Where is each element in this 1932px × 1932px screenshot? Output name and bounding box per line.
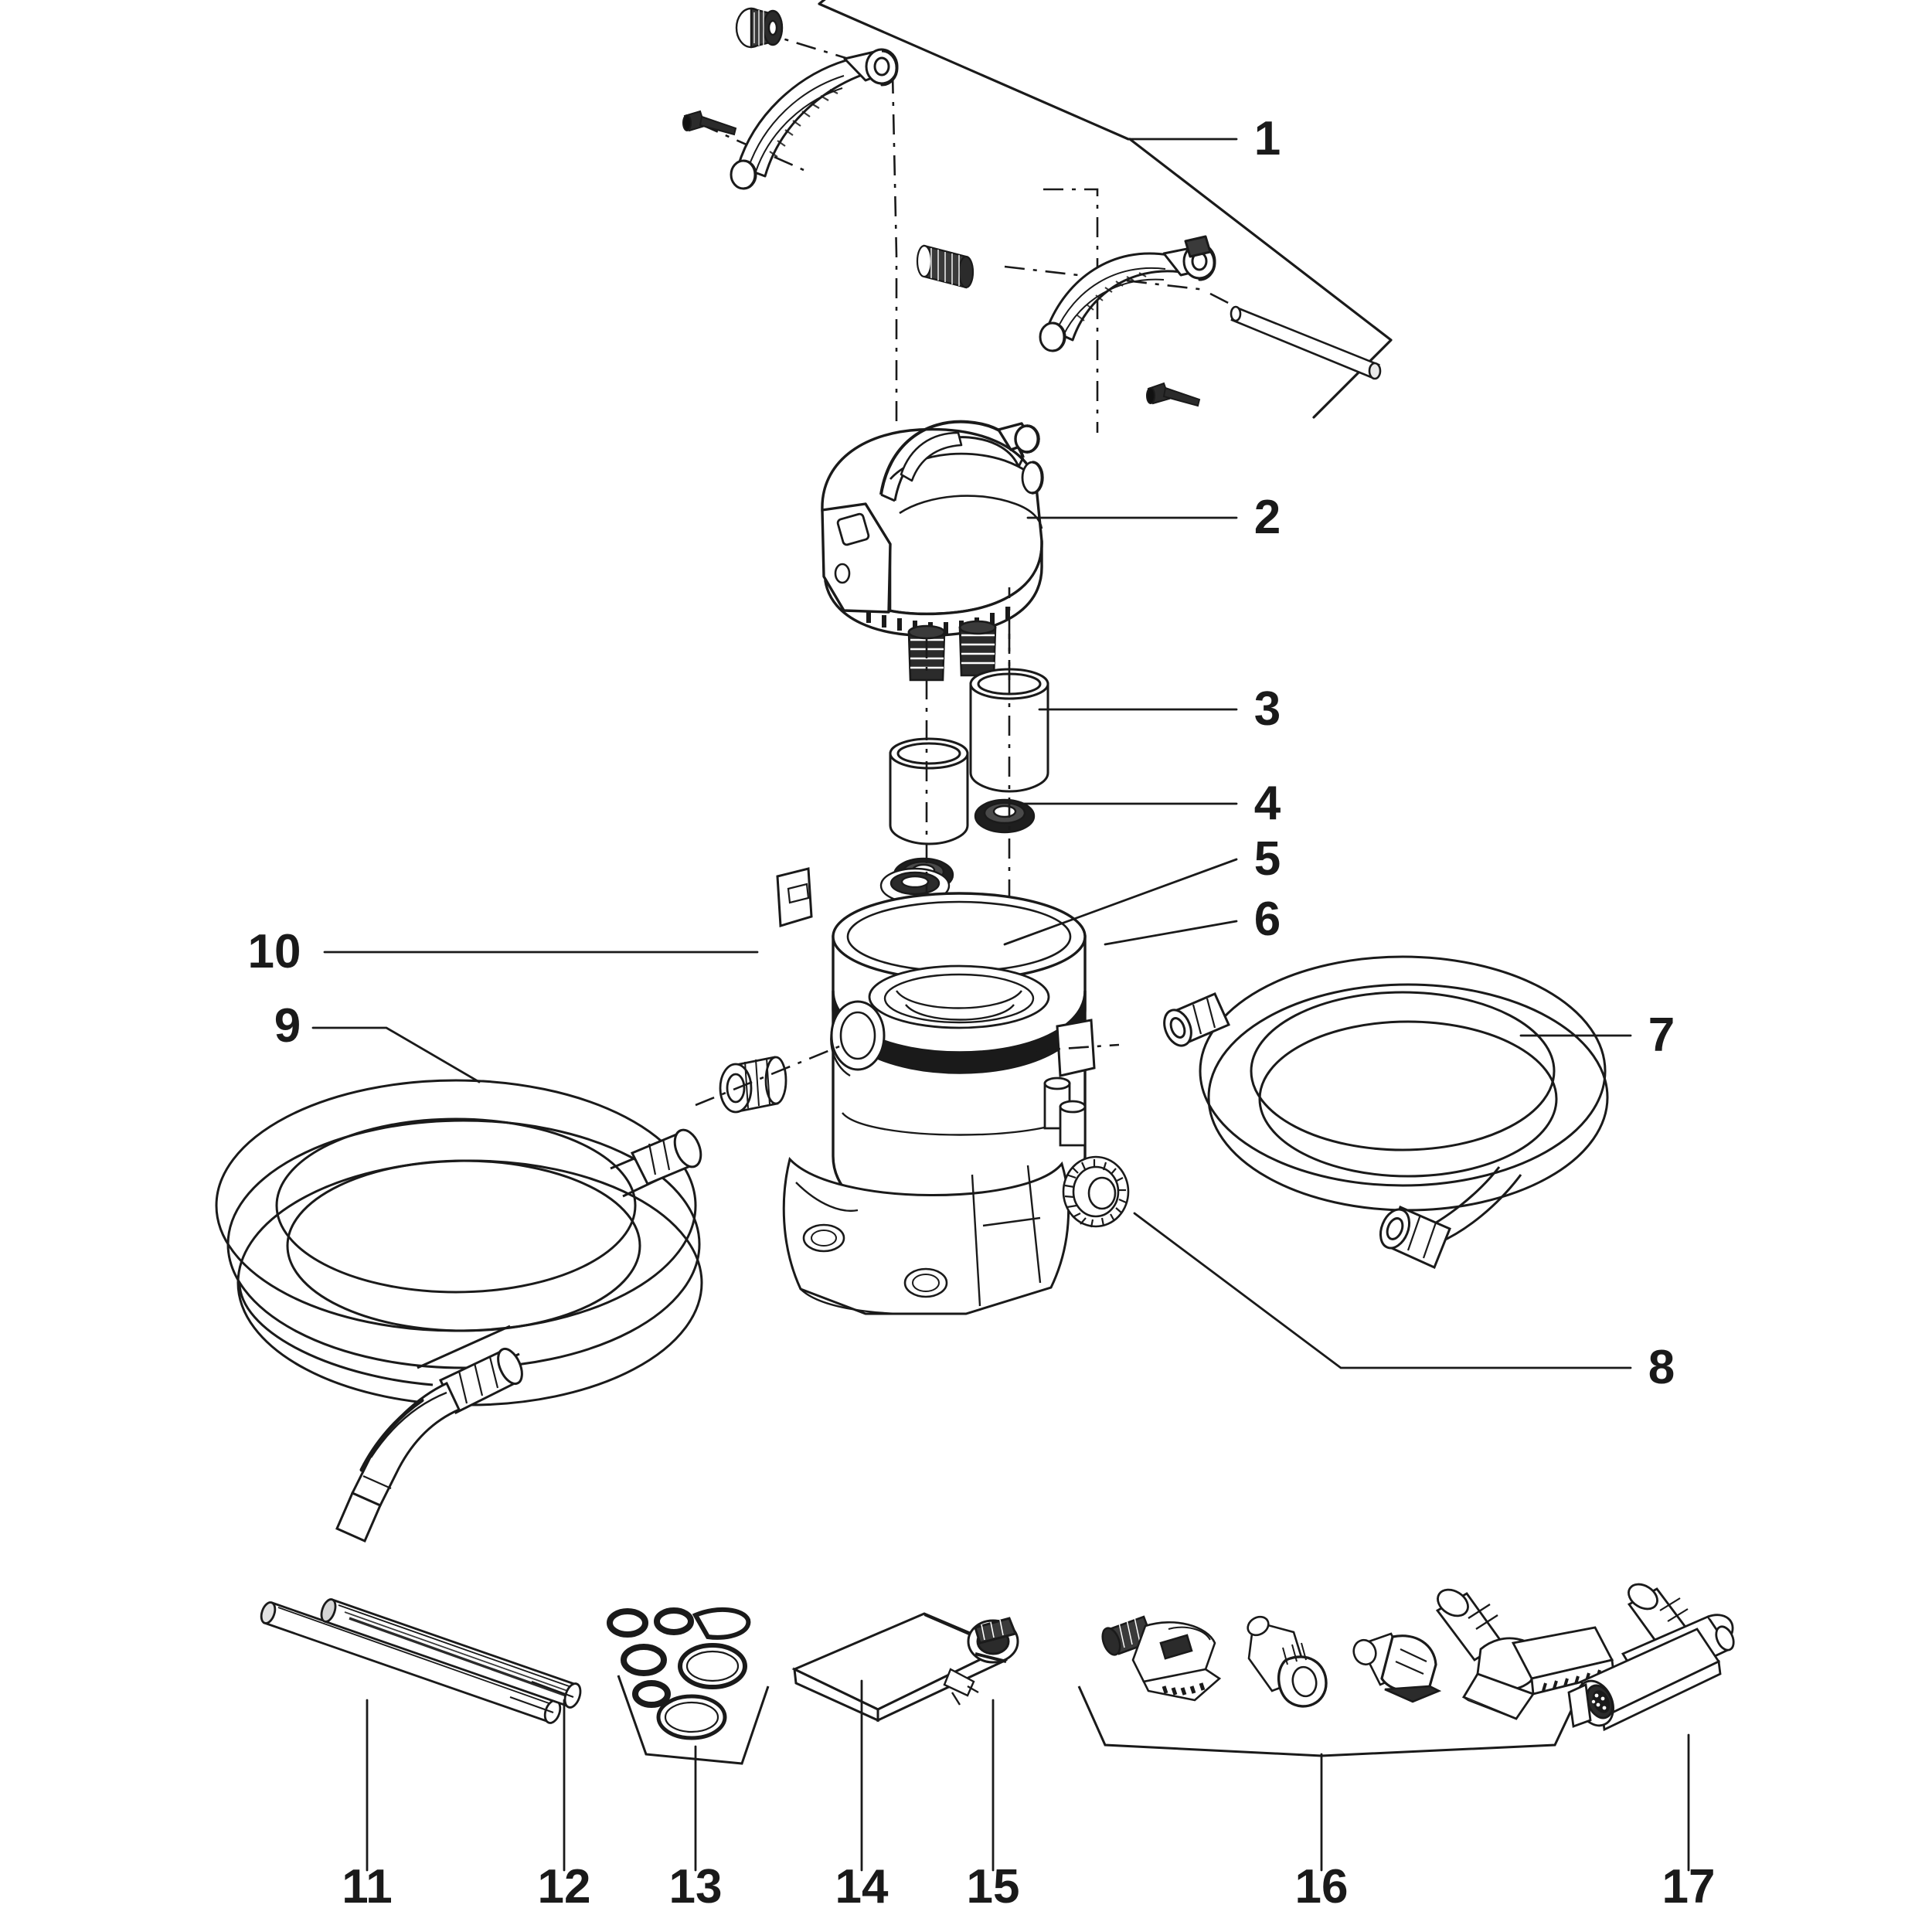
nozzle-round-brush [1247, 1615, 1328, 1708]
callout-number-3: 3 [1254, 682, 1281, 736]
callout-number-16: 16 [1295, 1860, 1349, 1913]
callout-number-2: 2 [1254, 491, 1281, 544]
callout-number-6: 6 [1254, 893, 1281, 946]
callout-number-4: 4 [1254, 777, 1281, 830]
nozzle-accessory-set [1077, 1588, 1615, 1757]
filter-foam-pad [791, 1612, 1008, 1723]
leader-6 [1104, 920, 1238, 946]
callout-number-10: 10 [248, 925, 301, 978]
carry-handle-a [730, 48, 899, 190]
drain-valve-knob [1062, 1155, 1130, 1228]
seal-and-oring-kit [607, 1607, 770, 1765]
tank-base-foot [782, 1156, 1070, 1315]
axis-knob-a-down [891, 73, 898, 421]
motor-head-unit [821, 420, 1044, 638]
knurled-knob-middle [916, 244, 975, 289]
base-outlet-stubs [1043, 1077, 1087, 1147]
hose-connector-nut [719, 1056, 787, 1114]
callout-number-17: 17 [1662, 1860, 1716, 1913]
nozzle-crevice [1352, 1632, 1442, 1703]
callout-number-11: 11 [342, 1860, 393, 1913]
leader-8 [1133, 1212, 1632, 1369]
callout-number-5: 5 [1254, 832, 1281, 886]
discharge-hose [1163, 955, 1609, 1270]
hose-clamp [967, 1617, 1019, 1664]
axis-nut-to-tank [695, 1042, 1120, 1107]
wide-floor-nozzle [1567, 1583, 1735, 1732]
bracket-1-lower [1128, 138, 1393, 419]
callout-number-14: 14 [835, 1860, 889, 1913]
bracket-1-upper [818, 0, 1130, 141]
screw-b [1146, 382, 1201, 407]
group-handle-assembly [818, 0, 1393, 419]
callout-number-9: 9 [274, 999, 301, 1053]
screw-a [682, 110, 737, 136]
suction-hose [215, 1079, 703, 1543]
axis-knob-a [757, 29, 897, 75]
callout-number-7: 7 [1648, 1009, 1675, 1062]
callout-number-13: 13 [669, 1860, 723, 1913]
axis-handle-b [1043, 188, 1099, 433]
callout-number-15: 15 [967, 1860, 1020, 1913]
handle-rod [1230, 305, 1382, 380]
leader-lines [311, 138, 1690, 1872]
knurled-knob-top [735, 7, 784, 49]
tank-latch-clip-left [776, 867, 813, 927]
leader-5 [1003, 858, 1238, 946]
filter-seal-right [974, 798, 1036, 834]
callout-number-12: 12 [538, 1860, 591, 1913]
callout-number-8: 8 [1648, 1341, 1675, 1394]
carry-handle-b [1039, 235, 1216, 352]
filter-sleeve-left [889, 737, 969, 845]
neck-right [958, 620, 997, 677]
callout-numbers: 1 2 3 4 5 6 7 8 9 10 11 12 13 14 15 16 1… [248, 112, 1716, 1913]
nozzle-upholstery [1101, 1615, 1222, 1702]
callout-number-1: 1 [1254, 112, 1281, 165]
extension-tube-short [320, 1598, 582, 1709]
leader-9 [311, 1026, 481, 1083]
nozzle-floor-brush [1435, 1588, 1615, 1720]
